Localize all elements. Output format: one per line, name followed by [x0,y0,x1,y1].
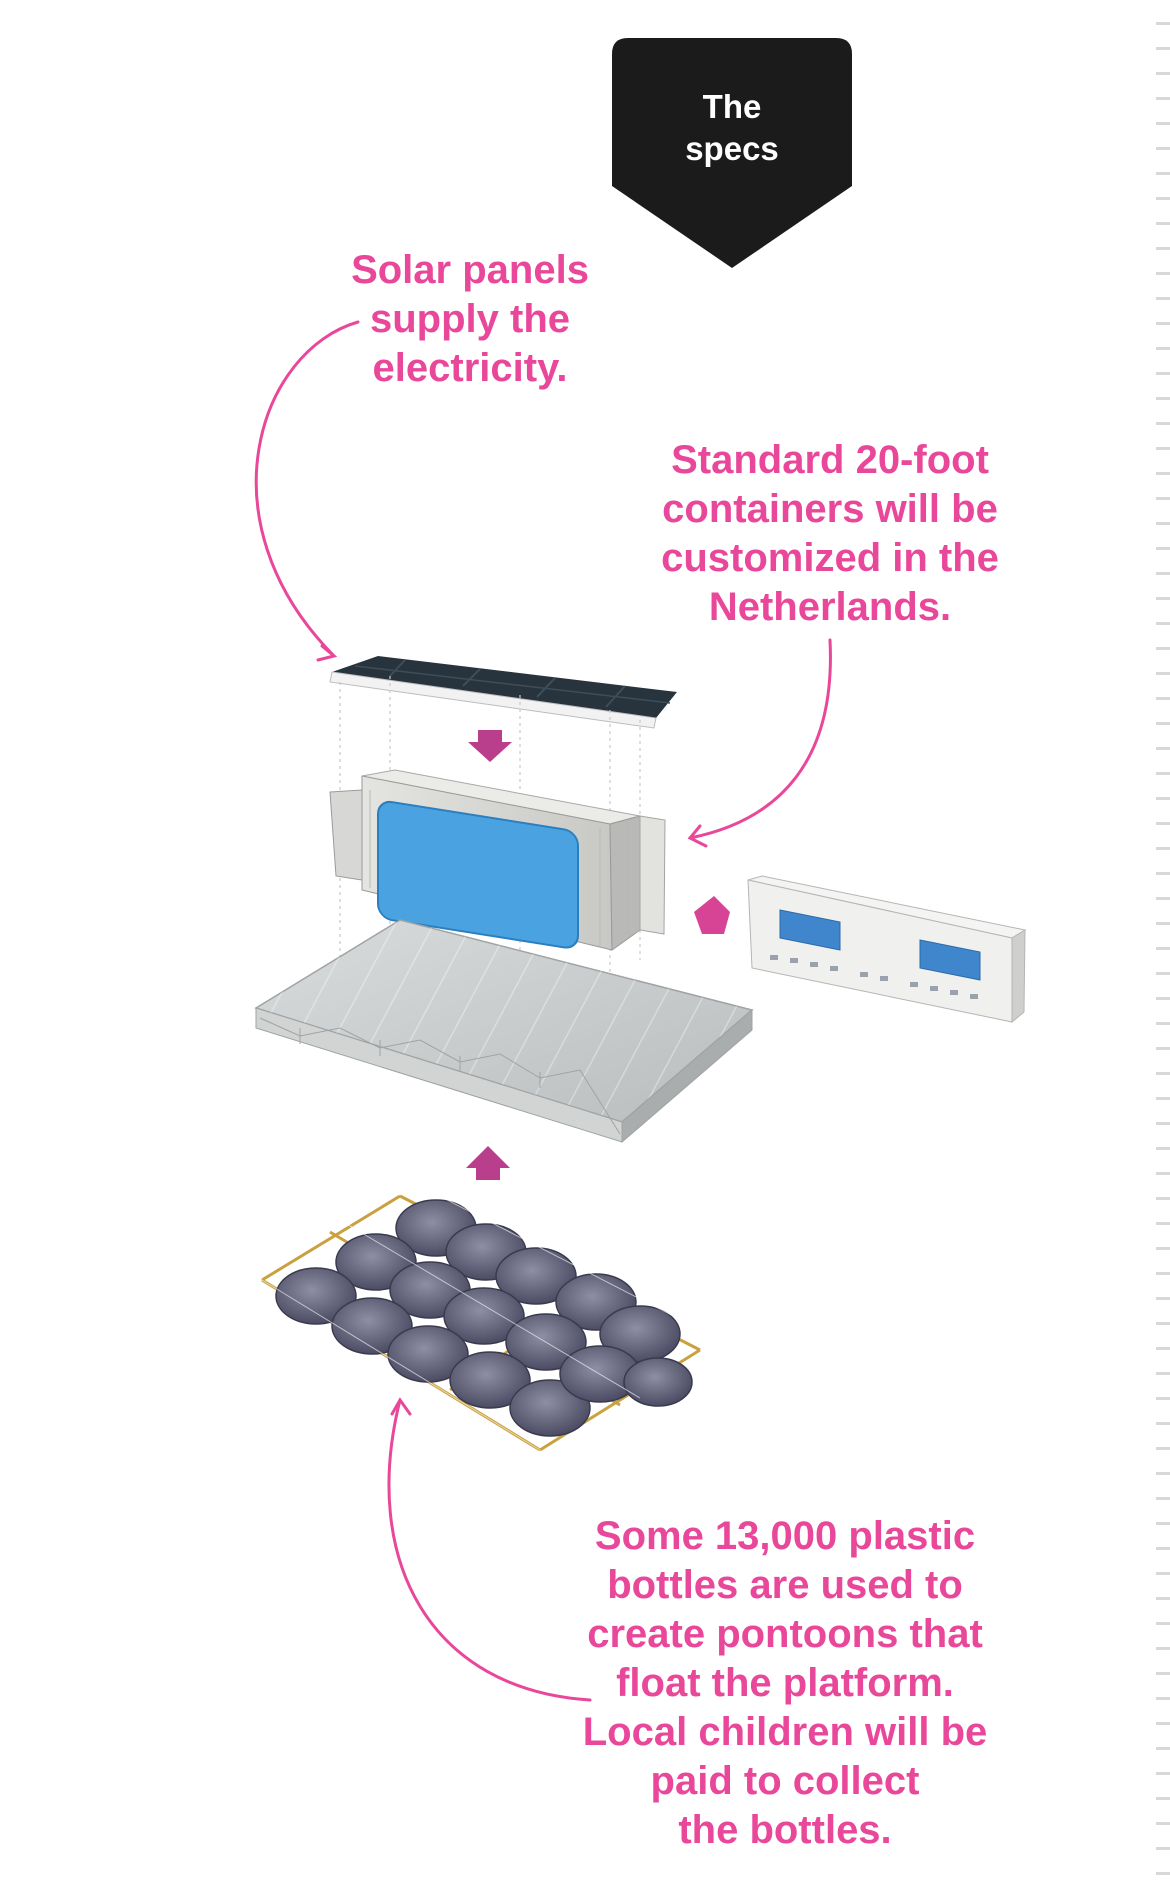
left-arrow-icon [694,896,730,934]
callout-arrows [254,320,832,1702]
specs-badge [612,38,852,268]
badge-title: The specs [685,88,779,167]
bottle-pontoon-grid [261,1185,721,1452]
shipping-container [329,769,666,951]
up-arrow-icon [466,1146,510,1180]
bottles-callout: Some 13,000 plastic bottles are used to … [582,1514,988,1852]
containers-callout: Standard 20-foot containers will be cust… [661,438,999,629]
classroom-side-module [747,875,1027,1024]
down-arrow-icon [468,730,512,762]
solar-panel-roof [329,656,677,729]
platform-deck [254,919,754,1144]
page-edge-strip [1156,0,1170,1881]
solar-panels-callout: Solar panels supply the electricity. [351,248,589,390]
